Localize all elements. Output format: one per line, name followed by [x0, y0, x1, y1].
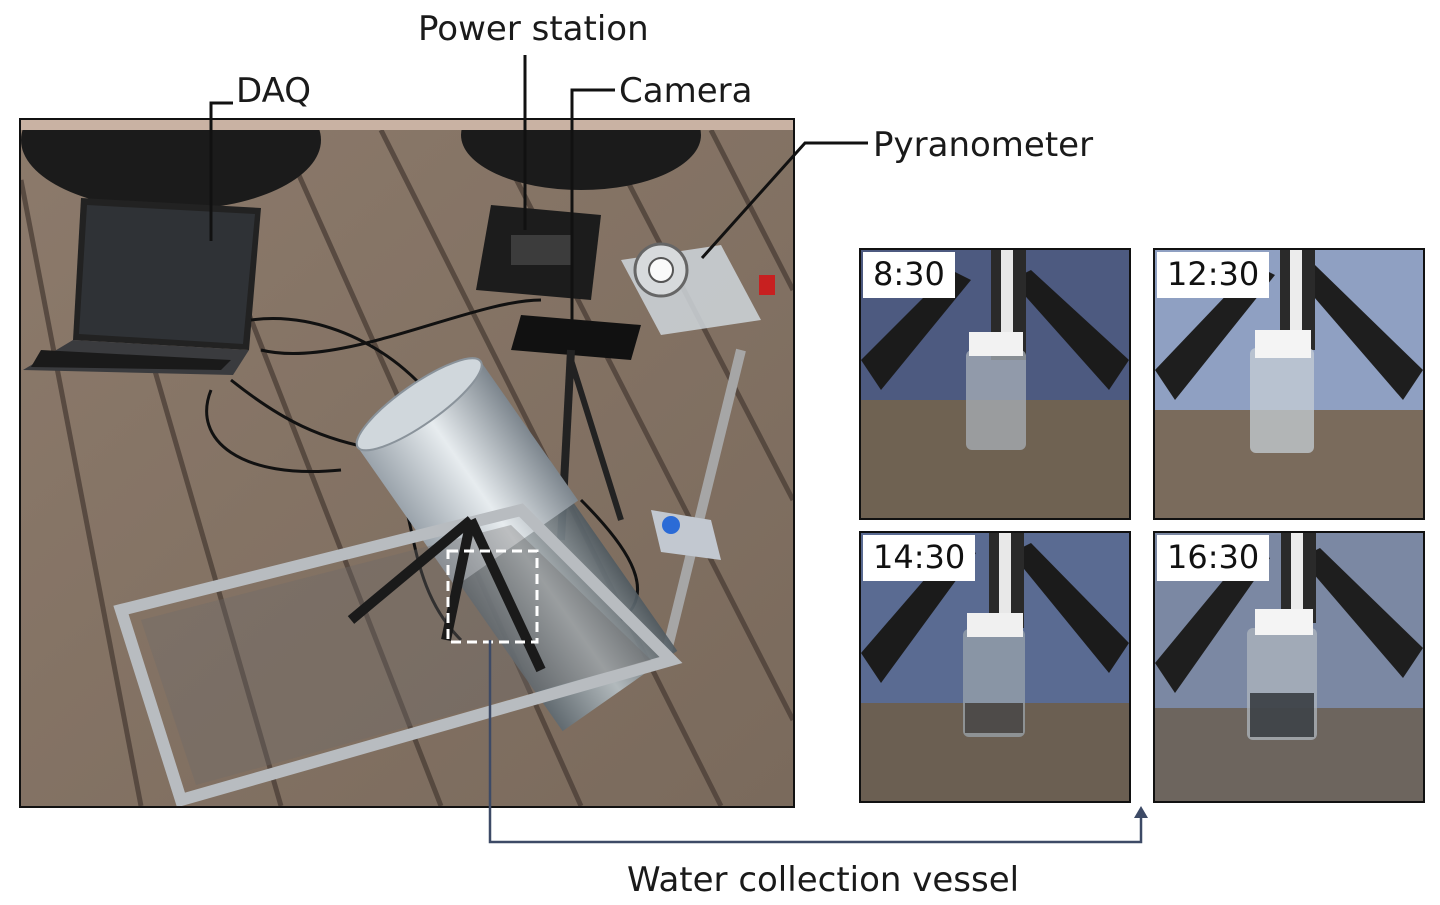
time-label: 8:30	[863, 252, 955, 298]
vessel-illustration	[861, 533, 1129, 801]
daq-label: DAQ	[236, 71, 312, 111]
vessel-arrow	[488, 640, 1143, 844]
power-station-label: Power station	[418, 9, 649, 49]
daq-leader	[209, 101, 233, 241]
vessel-photo-1230: 12:30	[1153, 248, 1425, 520]
time-label: 16:30	[1157, 535, 1270, 581]
vessel-highlight-box	[446, 549, 539, 644]
time-label: 14:30	[863, 535, 976, 581]
camera-leader	[570, 88, 615, 327]
pyranometer-leader	[700, 141, 868, 260]
vessel-illustration	[861, 250, 1129, 518]
camera-label: Camera	[619, 71, 753, 111]
vessel-photo-1630: 16:30	[1153, 531, 1425, 803]
time-label: 12:30	[1157, 252, 1270, 298]
arrow-head-icon	[1134, 806, 1148, 818]
setup-photo-illustration	[21, 120, 793, 806]
vessel-photo-1430: 14:30	[859, 531, 1131, 803]
setup-photo	[19, 118, 795, 808]
vessel-illustration	[1155, 533, 1423, 801]
pyranometer-label: Pyranometer	[873, 125, 1094, 165]
water-collection-vessel-label: Water collection vessel	[627, 860, 1020, 900]
vessel-photo-0830: 8:30	[859, 248, 1131, 520]
